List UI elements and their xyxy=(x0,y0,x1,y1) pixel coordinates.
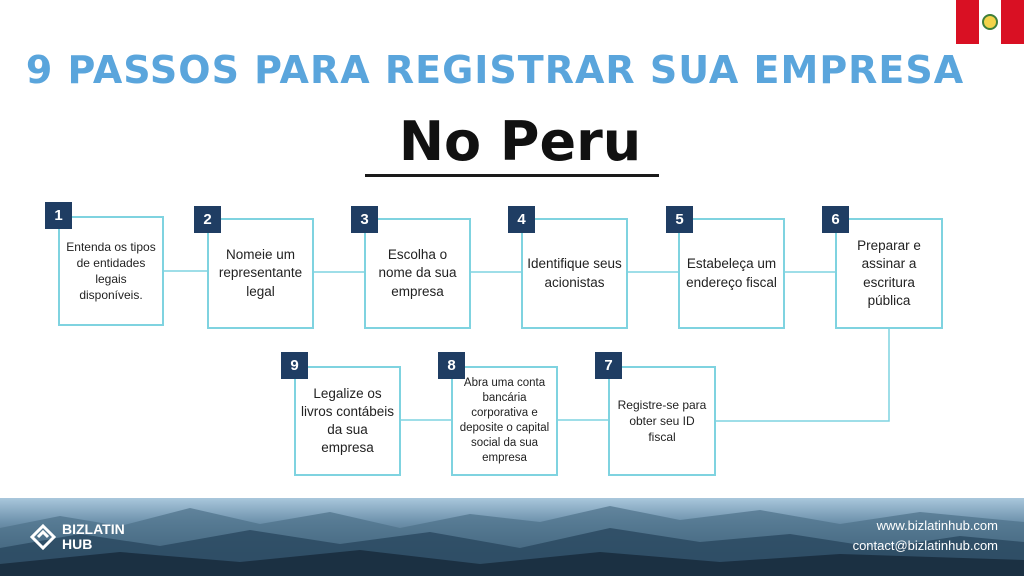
connector-6-7 xyxy=(715,329,890,422)
step-7-text: Registre-se para obter seu ID fiscal xyxy=(617,397,707,445)
coat-of-arms-icon xyxy=(982,14,998,30)
bizlatinhub-logo-icon xyxy=(29,524,57,551)
step-7-number-badge: 7 xyxy=(595,352,622,379)
step-8-number-badge: 8 xyxy=(438,352,465,379)
step-1-text: Entenda os tipos de entidades legais dis… xyxy=(66,239,156,303)
page-title: 9 PASSOS PARA REGISTRAR SUA EMPRESA xyxy=(25,48,965,92)
step-4-box: Identifique seus acionistas xyxy=(521,218,628,329)
logo-text-line1: BIZLATIN xyxy=(62,521,125,537)
logo-text-line2: HUB xyxy=(62,536,93,553)
step-6-box: Preparar e assinar a escritura pública xyxy=(835,218,943,329)
step-9-number-badge: 9 xyxy=(281,352,308,379)
step-2-number-badge: 2 xyxy=(194,206,221,233)
step-7-box: Registre-se para obter seu ID fiscal xyxy=(608,366,716,476)
step-6-number-badge: 6 xyxy=(822,206,849,233)
step-5-box: Estabeleça um endereço fiscal xyxy=(678,218,785,329)
step-4-text: Identifique seus acionistas xyxy=(527,256,622,290)
step-8-box: Abra uma conta bancária corporativa e de… xyxy=(451,366,558,476)
step-8-text: Abra uma conta bancária corporativa e de… xyxy=(459,377,550,464)
step-4-number-badge: 4 xyxy=(508,206,535,233)
subtitle-underline xyxy=(365,174,659,177)
bizlatinhub-logo: BIZLATIN HUB xyxy=(29,521,125,553)
step-1-box: Entenda os tipos de entidades legais dis… xyxy=(58,216,164,326)
footer-banner xyxy=(0,498,1024,576)
step-9-text: Legalize os livros contábeis da sua empr… xyxy=(300,385,395,456)
step-2-text: Nomeie um representante legal xyxy=(218,247,303,299)
step-3-box: Escolha o nome da sua empresa xyxy=(364,218,471,329)
step-1-number-badge: 1 xyxy=(45,202,72,229)
step-3-text: Escolha o nome da sua empresa xyxy=(378,247,457,299)
page-subtitle: No Peru xyxy=(398,110,642,173)
step-2-box: Nomeie um representante legal xyxy=(207,218,314,329)
step-9-box: Legalize os livros contábeis da sua empr… xyxy=(294,366,401,476)
mountain-landscape-icon xyxy=(0,506,1024,576)
step-5-number-badge: 5 xyxy=(666,206,693,233)
peru-flag-icon xyxy=(956,0,1024,44)
step-3-number-badge: 3 xyxy=(351,206,378,233)
step-6-text: Preparar e assinar a escritura pública xyxy=(857,238,921,308)
email-link[interactable]: contact@bizlatinhub.com xyxy=(852,538,998,553)
website-link[interactable]: www.bizlatinhub.com xyxy=(876,518,998,533)
step-5-text: Estabeleça um endereço fiscal xyxy=(686,256,777,290)
